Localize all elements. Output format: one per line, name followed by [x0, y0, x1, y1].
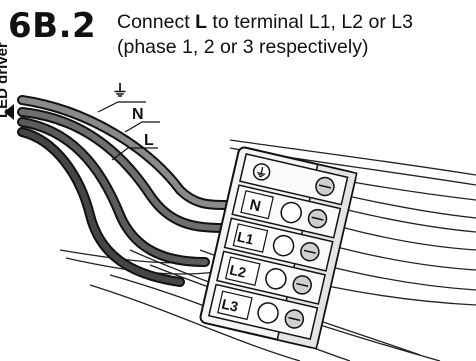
step-number: 6B.2: [8, 6, 97, 46]
earth-symbol: ⏚: [112, 82, 128, 100]
svg-text:⏚: ⏚: [254, 165, 269, 181]
terminal-label-l2: L2: [228, 261, 248, 280]
neutral-wire: [17, 107, 230, 233]
terminal-block: ⏚ N L1 L2: [199, 146, 358, 350]
instruction-prefix: Connect: [117, 11, 196, 33]
terminal-l3: L3: [207, 283, 319, 340]
earth-wire: [17, 95, 230, 210]
neutral-wire-label: N: [132, 106, 144, 123]
spare-wire: [17, 127, 185, 287]
instruction-bold-l: L: [195, 11, 207, 33]
live-wire-label: L: [144, 132, 154, 149]
terminal-l1: L1: [223, 217, 334, 272]
terminal-n: N: [231, 184, 342, 239]
wire-label-leaders: [97, 101, 160, 161]
terminal-earth: ⏚: [239, 153, 349, 206]
live-wire: [17, 117, 210, 267]
instruction-suffix: to terminal L1, L2 or L3: [206, 11, 413, 33]
terminal-label-l3: L3: [220, 296, 240, 315]
driver-arrow-icon: [4, 104, 14, 120]
instruction-text: Connect L to terminal L1, L2 or L3 (phas…: [117, 10, 413, 60]
terminal-label-l1: L1: [236, 228, 256, 247]
terminal-label-n: N: [248, 196, 262, 215]
instruction-line2: (phase 1, 2 or 3 respectively): [117, 36, 369, 58]
terminal-l2: L2: [216, 250, 326, 305]
